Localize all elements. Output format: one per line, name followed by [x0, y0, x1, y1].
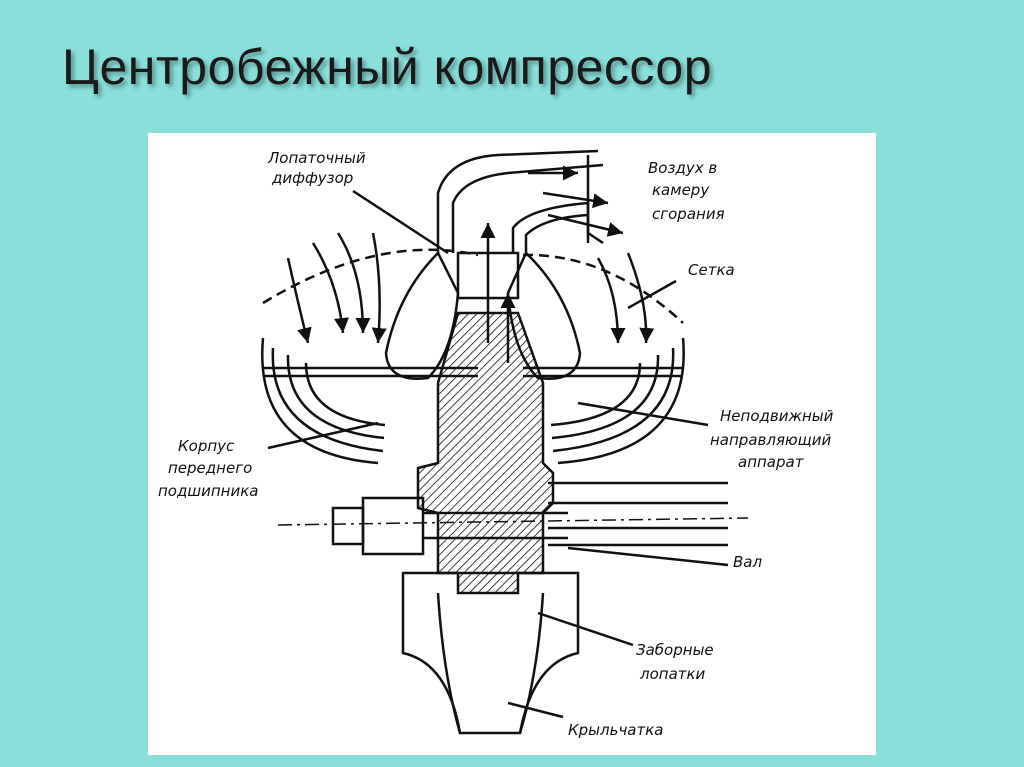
shaft-collar [361, 496, 425, 556]
compressor-diagram: Лопаточный диффузор Воздух в камеру сгор… [158, 149, 834, 739]
label-air-3: сгорания [652, 205, 725, 223]
label-housing-1: Корпус [178, 437, 235, 455]
label-intake-1: Заборные [636, 641, 714, 659]
diagram-panel: Лопаточный диффузор Воздух в камеру сгор… [148, 133, 876, 755]
label-fixed-1: Неподвижный [720, 407, 834, 425]
label-housing-3: подшипника [158, 482, 258, 500]
label-shaft: Вал [733, 553, 762, 571]
intake-blades [401, 571, 580, 735]
impeller-body [416, 311, 555, 595]
label-fixed-2: направляющий [710, 431, 831, 449]
label-fixed-3: аппарат [738, 453, 805, 471]
label-impeller: Крыльчатка [568, 721, 664, 739]
left-housing-bowl [261, 337, 379, 465]
slide-title: Центробежный компрессор [62, 39, 713, 95]
label-grid: Сетка [688, 261, 735, 279]
label-intake-2: лопатки [639, 665, 706, 683]
outlet-duct [436, 149, 599, 253]
label-housing-2: переднего [168, 459, 252, 477]
right-housing-bowl [557, 337, 685, 465]
compressor-drawing [261, 149, 749, 735]
label-air-2: камеру [652, 181, 710, 199]
label-blade-diffuser-1: Лопаточный [267, 149, 366, 167]
label-blade-diffuser-2: диффузор [271, 169, 353, 187]
shaft-tip [331, 506, 365, 546]
label-air-1: Воздух в [648, 159, 717, 177]
